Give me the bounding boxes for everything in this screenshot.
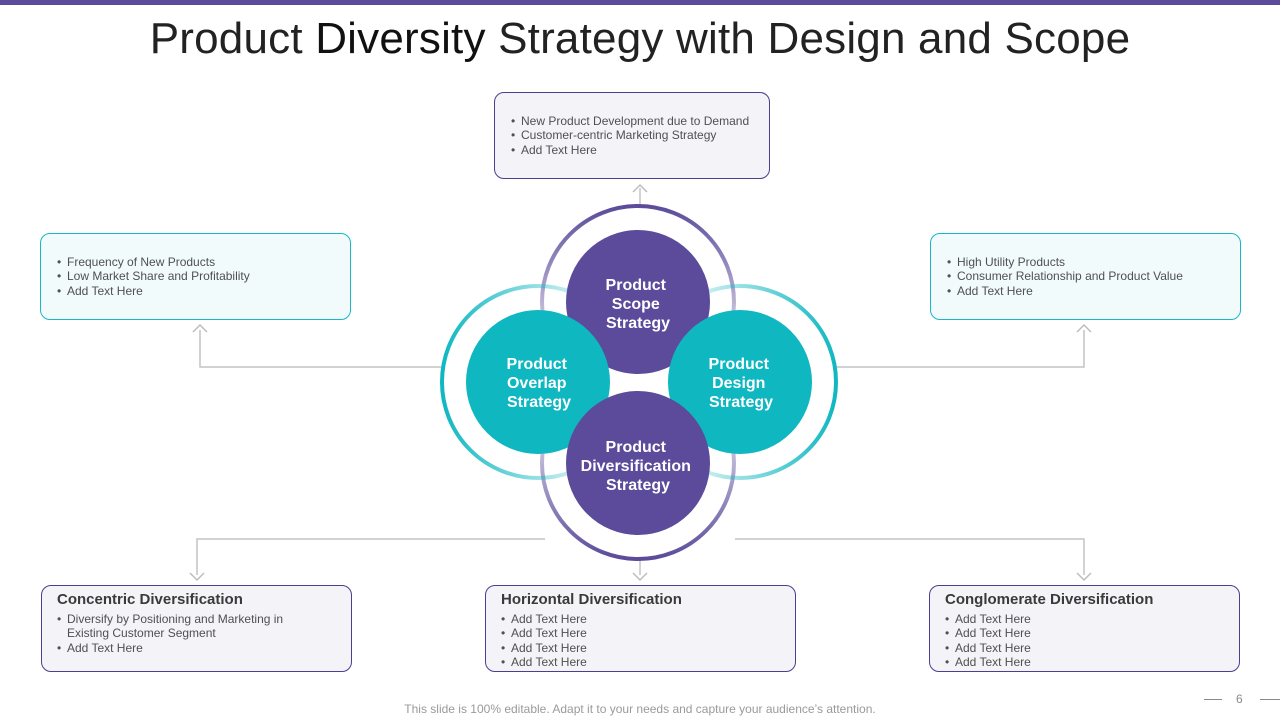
ring-left xyxy=(440,284,636,480)
list-item: Add Text Here xyxy=(511,143,769,158)
label-diversification-line3: Strategy xyxy=(606,477,670,494)
list-item: Add Text Here xyxy=(945,626,1239,641)
arrow-heads xyxy=(189,183,1092,582)
list-item: Add Text Here xyxy=(945,612,1239,627)
list-item: Diversify by Positioning and Marketing i… xyxy=(57,612,351,627)
page-number: 6 xyxy=(1236,692,1243,706)
label-overlap-line1: Product xyxy=(507,356,568,373)
circle-diversification xyxy=(566,391,710,535)
connector-left xyxy=(199,330,445,368)
label-overlap-line2: Overlap xyxy=(507,375,567,392)
list-item: Frequency of New Products xyxy=(57,255,350,270)
box-conglomerate-list: Add Text Here Add Text Here Add Text Her… xyxy=(945,612,1239,670)
box-horizontal: Horizontal Diversification Add Text Here… xyxy=(485,585,796,672)
list-item: Add Text Here xyxy=(501,641,795,656)
list-item: New Product Development due to Demand xyxy=(511,114,769,129)
arrow-up-top xyxy=(632,183,648,193)
label-overlap: Product Overlap Strategy xyxy=(507,356,572,411)
connector-right xyxy=(835,330,1085,368)
label-diversification-line2: Diversification xyxy=(581,458,691,475)
box-concentric-list: Diversify by Positioning and Marketing i… xyxy=(57,612,351,656)
title-text-2: Diversity xyxy=(315,14,486,63)
list-item: Customer-centric Marketing Strategy xyxy=(511,128,769,143)
arrow-down-left xyxy=(189,572,205,582)
title-text-1: Product xyxy=(149,14,316,63)
label-design-line2: Design xyxy=(712,375,765,392)
list-item: Add Text Here xyxy=(501,655,795,670)
box-concentric: Concentric Diversification Diversify by … xyxy=(41,585,352,672)
box-conglomerate-title: Conglomerate Diversification xyxy=(945,591,1154,608)
label-scope: Product Scope Strategy xyxy=(606,277,671,332)
list-item: High Utility Products xyxy=(947,255,1240,270)
top-accent-bar xyxy=(0,0,1280,5)
box-horizontal-title: Horizontal Diversification xyxy=(501,591,682,608)
page-number-line-right xyxy=(1260,699,1280,700)
label-scope-line1: Product xyxy=(606,277,667,294)
list-item: Add Text Here xyxy=(945,655,1239,670)
list-item: Add Text Here xyxy=(57,284,350,299)
ring-right xyxy=(642,284,838,480)
list-item: Add Text Here xyxy=(57,641,351,656)
connector-lines xyxy=(196,188,1085,575)
list-item: Consumer Relationship and Product Value xyxy=(947,269,1240,284)
label-design-line1: Product xyxy=(709,356,770,373)
label-diversification: Product Diversification Strategy xyxy=(581,439,696,494)
arrow-down-center xyxy=(632,572,648,582)
box-horizontal-list: Add Text Here Add Text Here Add Text Her… xyxy=(501,612,795,670)
arrow-up-left xyxy=(192,323,208,333)
box-top: New Product Development due to Demand Cu… xyxy=(494,92,770,179)
circle-overlap xyxy=(466,310,610,454)
box-top-list: New Product Development due to Demand Cu… xyxy=(511,114,769,158)
box-conglomerate: Conglomerate Diversification Add Text He… xyxy=(929,585,1240,672)
box-left: Frequency of New Products Low Market Sha… xyxy=(40,233,351,320)
list-item: Add Text Here xyxy=(501,626,795,641)
label-diversification-line1: Product xyxy=(606,439,667,456)
footer-note: This slide is 100% editable. Adapt it to… xyxy=(404,702,876,716)
label-overlap-line3: Strategy xyxy=(507,394,571,411)
list-item: Low Market Share and Profitability xyxy=(57,269,350,284)
arrow-down-right xyxy=(1076,572,1092,582)
arrow-up-right xyxy=(1076,323,1092,333)
label-scope-line2: Scope xyxy=(612,296,660,313)
label-design-line3: Strategy xyxy=(709,394,773,411)
box-right-list: High Utility Products Consumer Relations… xyxy=(947,255,1240,299)
label-design: Product Design Strategy xyxy=(709,356,774,411)
list-item-continuation-text: Existing Customer Segment xyxy=(67,626,216,641)
list-item: Add Text Here xyxy=(945,641,1239,656)
list-item: Add Text Here xyxy=(501,612,795,627)
circle-design xyxy=(668,310,812,454)
page-number-line-left xyxy=(1204,699,1222,700)
box-right: High Utility Products Consumer Relations… xyxy=(930,233,1241,320)
label-scope-line3: Strategy xyxy=(606,315,670,332)
title-text-3: Strategy with Design and Scope xyxy=(485,14,1131,63)
circle-scope xyxy=(566,230,710,374)
connector-bottom-left xyxy=(196,538,545,575)
list-item-continuation: Existing Customer Segment xyxy=(57,626,351,640)
slide-title: Product Diversity Strategy with Design a… xyxy=(0,14,1280,64)
connector-bottom-right xyxy=(735,538,1085,575)
list-item: Add Text Here xyxy=(947,284,1240,299)
box-concentric-title: Concentric Diversification xyxy=(57,591,243,608)
box-left-list: Frequency of New Products Low Market Sha… xyxy=(57,255,350,299)
